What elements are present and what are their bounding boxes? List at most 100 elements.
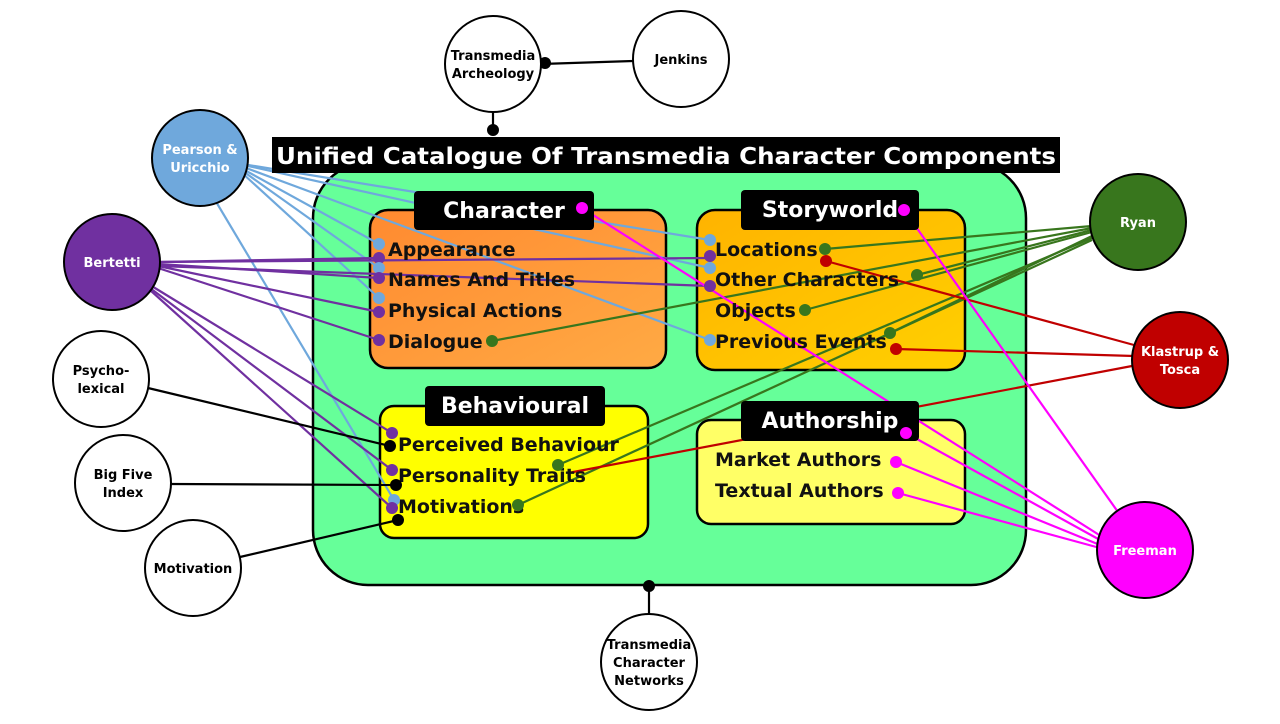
authorship-label: Authorship (762, 409, 899, 434)
endpoint-dot-3 (373, 272, 385, 284)
connector-line-29 (581, 207, 1105, 539)
character-label-box (414, 191, 594, 230)
endpoint-dot-29 (898, 204, 910, 216)
endpoint-dot-28 (576, 202, 588, 214)
endpoint-dot-21 (386, 464, 398, 476)
endpoint-dot-32 (892, 487, 904, 499)
endpoint-dot-1 (373, 252, 385, 264)
behavioural-label: Behavioural (441, 394, 589, 419)
node-label-big-five-index-1: Index (103, 486, 144, 501)
endpoint-dot-11 (704, 334, 716, 346)
endpoint-dot-5 (373, 306, 385, 318)
node-motivation: Motivation (144, 519, 242, 617)
endpoint-dot-12 (819, 243, 831, 255)
endpoint-dot-10 (704, 280, 716, 292)
endpoint-dot-31 (890, 456, 902, 468)
behavioural-items: Perceived Behaviour Personality Traits M… (398, 434, 620, 518)
connector-line-27 (895, 347, 1135, 358)
node-circle-transmedia-character-networks (600, 613, 698, 711)
connector-line-31 (905, 432, 1101, 541)
endpoint-dot-34 (539, 57, 551, 69)
node-circle-psycho-lexical (52, 330, 150, 428)
node-circle-transmedia-archeology (444, 15, 542, 113)
endpoint-dot-19 (386, 427, 398, 439)
item-physical-actions: Physical Actions (388, 300, 562, 322)
item-objects: Objects (715, 300, 796, 322)
node-circle-bertetti (63, 213, 161, 311)
connector-line-14 (149, 287, 393, 471)
node-label-pearson-uricchio-1: Uricchio (170, 161, 230, 176)
node-circle-freeman (1096, 501, 1194, 599)
node-circle-big-five-index (74, 434, 172, 532)
node-circle-motivation (144, 519, 242, 617)
connector-line-0 (229, 161, 380, 245)
node-ryan: Ryan (1089, 173, 1187, 271)
node-label-ryan-0: Ryan (1120, 216, 1156, 231)
connector-line-17 (169, 482, 397, 487)
item-personality-traits: Personality Traits (398, 465, 586, 487)
connector-line-9 (157, 264, 380, 314)
endpoint-dot-9 (704, 262, 716, 274)
endpoint-dot-25 (392, 514, 404, 526)
node-label-motivation-0: Motivation (154, 562, 233, 577)
connector-line-18 (239, 518, 399, 559)
storyworld-items: Locations Other Characters Objects Previ… (715, 239, 899, 353)
endpoint-dot-33 (487, 124, 499, 136)
storyworld-label: Storyworld (762, 198, 898, 223)
node-circle-ryan (1089, 173, 1187, 271)
connector-line-35 (540, 59, 634, 66)
node-label-transmedia-archeology-1: Archeology (452, 67, 535, 82)
connector-line-20 (824, 224, 1093, 251)
endpoint-dot-2 (373, 262, 385, 274)
item-motivations: Motivations (398, 496, 524, 518)
endpoint-dot-26 (552, 459, 564, 471)
endpoint-dot-24 (386, 502, 398, 514)
item-perceived-behaviour: Perceived Behaviour (398, 434, 620, 456)
node-freeman: Freeman (1096, 501, 1194, 599)
node-pearson-uricchio: Pearson &Uricchio (151, 109, 249, 207)
node-label-klastrup-tosca-0: Klastrup & (1141, 345, 1219, 360)
endpoint-dot-4 (373, 292, 385, 304)
endpoint-dot-8 (704, 250, 716, 262)
item-names-and-titles: Names And Titles (388, 269, 575, 291)
endpoint-dot-0 (373, 238, 385, 250)
item-locations: Locations (715, 239, 818, 261)
item-previous-events: Previous Events (715, 331, 887, 353)
node-label-psycho-lexical-0: Psycho- (73, 364, 130, 379)
endpoint-dot-13 (820, 255, 832, 267)
connector-line-1 (229, 161, 380, 269)
authorship-label-box (741, 401, 919, 441)
endpoint-dot-30 (900, 427, 912, 439)
connector-line-15 (149, 289, 393, 509)
node-label-freeman-0: Freeman (1113, 544, 1177, 559)
connector-line-13 (149, 284, 393, 434)
item-dialogue: Dialogue (388, 331, 483, 353)
connector-line-21 (916, 228, 1093, 277)
connector-line-24 (557, 236, 1093, 467)
item-market-authors: Market Authors (715, 449, 881, 471)
connector-line-16 (147, 386, 391, 448)
node-label-jenkins-0: Jenkins (653, 53, 707, 68)
endpoint-dot-18 (486, 335, 498, 347)
node-label-bertetti-0: Bertetti (83, 256, 140, 271)
behavioural-label-box (425, 386, 605, 426)
endpoint-dot-35 (643, 580, 655, 592)
node-jenkins: Jenkins (632, 10, 730, 108)
endpoint-dot-22 (390, 479, 402, 491)
connector-lines (147, 59, 1135, 614)
connector-line-32 (895, 460, 1101, 547)
connector-line-25 (517, 239, 1093, 506)
endpoint-dot-6 (373, 334, 385, 346)
endpoint-dot-17 (890, 343, 902, 355)
connector-line-10 (157, 266, 380, 342)
node-label-transmedia-character-networks-1: Character (613, 656, 685, 671)
node-label-psycho-lexical-1: lexical (77, 382, 124, 397)
connector-line-26 (825, 259, 1135, 347)
node-bertetti: Bertetti (63, 213, 161, 311)
